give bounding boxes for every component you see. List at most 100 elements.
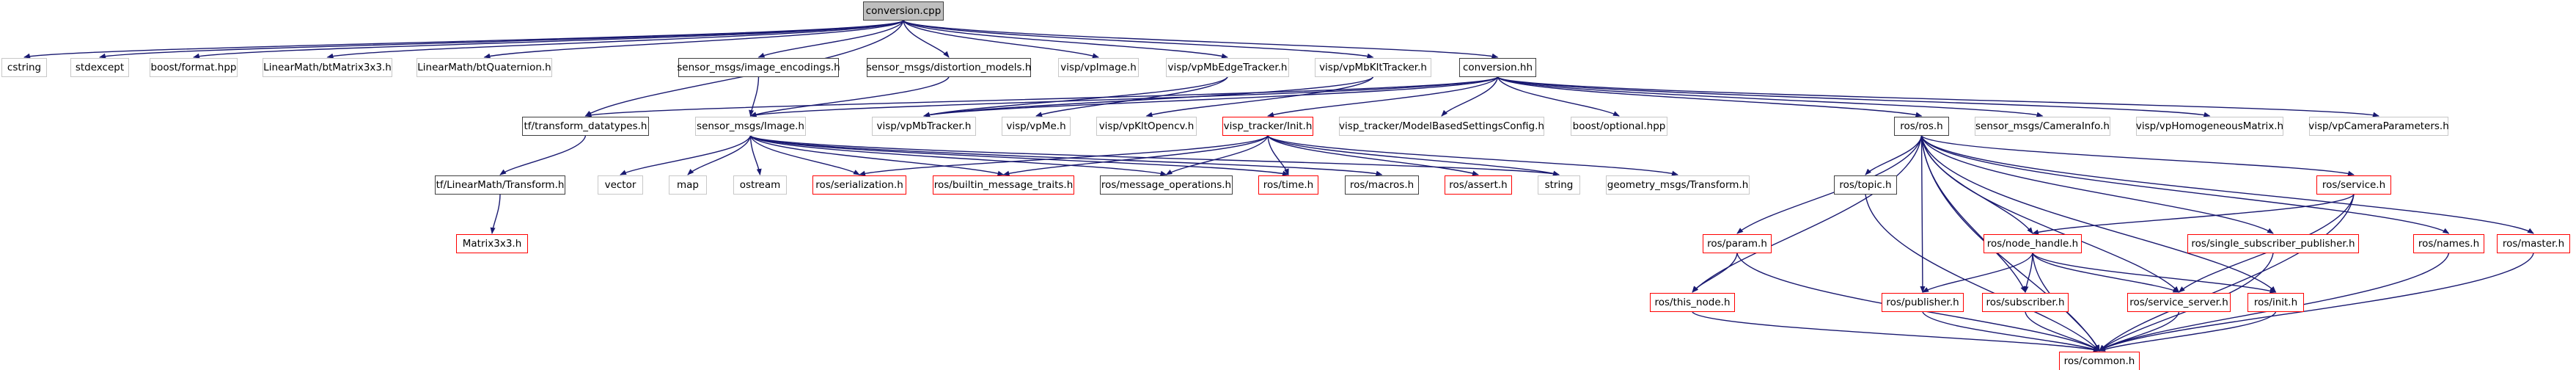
graph-node-geometry-msgs-transform-h[interactable]: geometry_msgs/Transform.h bbox=[1606, 175, 1750, 195]
graph-node-label: ros/service_server.h bbox=[2129, 297, 2228, 308]
graph-edge bbox=[1497, 76, 2044, 117]
graph-node-stdexcept[interactable]: stdexcept bbox=[70, 58, 129, 77]
graph-edge bbox=[2032, 194, 2355, 235]
graph-edge bbox=[1165, 135, 1269, 175]
graph-node-tf-transform-datatypes-h[interactable]: tf/transform_datatypes.h bbox=[522, 117, 649, 136]
graph-edge bbox=[1922, 311, 2100, 352]
graph-node-ostream[interactable]: ostream bbox=[733, 175, 787, 195]
graph-node-ros-this-node-h[interactable]: ros/this_node.h bbox=[1650, 293, 1735, 312]
graph-edge bbox=[1920, 135, 2450, 234]
graph-node-visp-tracker-modelbasedsettingsconfig-h[interactable]: visp_tracker/ModelBasedSettingsConfig.h bbox=[1339, 117, 1544, 136]
edge-group bbox=[23, 20, 2534, 352]
graph-node-label: ros/node_handle.h bbox=[1986, 238, 2079, 250]
graph-node-boost-optional-hpp[interactable]: boost/optional.hpp bbox=[1571, 117, 1667, 136]
graph-node-label: conversion.hh bbox=[1462, 62, 1533, 73]
graph-node-label: string bbox=[1544, 179, 1574, 191]
graph-edge bbox=[2023, 253, 2033, 293]
graph-edge bbox=[1865, 135, 1923, 175]
graph-edge bbox=[99, 20, 904, 59]
graph-node-ros-service-h[interactable]: ros/service.h bbox=[2316, 175, 2391, 195]
graph-node-map[interactable]: map bbox=[669, 175, 707, 195]
graph-node-sensor-msgs-camerainfo-h[interactable]: sensor_msgs/CameraInfo.h bbox=[1975, 117, 2110, 136]
graph-node-visp-vpkltopencv-h[interactable]: visp/vpKltOpencv.h bbox=[1096, 117, 1197, 136]
graph-edge bbox=[1920, 135, 2277, 293]
graph-node-label: ros/assert.h bbox=[1449, 179, 1508, 191]
graph-node-boost-format-hpp[interactable]: boost/format.hpp bbox=[150, 58, 238, 77]
graph-node-ros-subscriber-h[interactable]: ros/subscriber.h bbox=[1982, 293, 2069, 312]
graph-edge bbox=[1920, 135, 2274, 234]
graph-node-label: ros/this_node.h bbox=[1654, 297, 1731, 308]
graph-node-string[interactable]: string bbox=[1538, 175, 1580, 195]
graph-node-linearmath-btquaternion-h[interactable]: LinearMath/btQuaternion.h bbox=[417, 58, 552, 77]
graph-node-ros-serialization-h[interactable]: ros/serialization.h bbox=[812, 175, 906, 195]
graph-edge bbox=[490, 194, 501, 234]
graph-node-label: ros/param.h bbox=[1707, 238, 1767, 250]
graph-node-label: visp/vpHomogeneousMatrix.h bbox=[2135, 120, 2284, 132]
graph-node-sensor-msgs-image-h[interactable]: sensor_msgs/Image.h bbox=[695, 117, 806, 136]
graph-node-ros-single-subscriber-publisher-h[interactable]: ros/single_subscriber_publisher.h bbox=[2187, 234, 2359, 253]
graph-edge bbox=[749, 135, 1167, 176]
graph-node-ros-master-h[interactable]: ros/master.h bbox=[2497, 234, 2570, 253]
graph-edge bbox=[2099, 311, 2277, 352]
graph-node-label: tf/transform_datatypes.h bbox=[524, 120, 647, 132]
graph-node-ros-assert-h[interactable]: ros/assert.h bbox=[1445, 175, 1512, 195]
graph-node-label: ros/common.h bbox=[2063, 355, 2135, 367]
graph-node-label: ros/time.h bbox=[1263, 179, 1314, 191]
graph-node-label: ros/single_subscriber_publisher.h bbox=[2191, 238, 2355, 250]
graph-node-label: visp_tracker/Init.h bbox=[1223, 120, 1313, 132]
graph-node-label: visp/vpMbKltTracker.h bbox=[1319, 62, 1427, 73]
graph-node-sensor-msgs-distortion-models-h[interactable]: sensor_msgs/distortion_models.h bbox=[867, 58, 1031, 77]
graph-edge bbox=[1267, 135, 1289, 175]
graph-edge bbox=[1920, 135, 2180, 293]
graph-node-ros-service-server-h[interactable]: ros/service_server.h bbox=[2127, 293, 2231, 312]
graph-node-ros-ros-h[interactable]: ros/ros.h bbox=[1894, 117, 1949, 136]
graph-node-ros-time-h[interactable]: ros/time.h bbox=[1258, 175, 1318, 195]
graph-edge bbox=[1692, 135, 1923, 293]
graph-edge bbox=[749, 76, 760, 117]
graph-node-visp-vphomogeneousmatrix-h[interactable]: visp/vpHomogeneousMatrix.h bbox=[2136, 117, 2283, 136]
graph-node-label: boost/format.hpp bbox=[150, 62, 237, 73]
graph-node-vector[interactable]: vector bbox=[598, 175, 643, 195]
graph-node-label: LinearMath/btMatrix3x3.h bbox=[263, 62, 392, 73]
graph-node-sensor-msgs-image-encodings-h[interactable]: sensor_msgs/image_encodings.h bbox=[677, 58, 840, 77]
graph-node-ros-names-h[interactable]: ros/names.h bbox=[2413, 234, 2484, 253]
graph-node-ros-node-handle-h[interactable]: ros/node_handle.h bbox=[1984, 234, 2082, 253]
graph-node-visp-vpmbklttracker-h[interactable]: visp/vpMbKltTracker.h bbox=[1315, 58, 1431, 77]
graph-node-tf-linearmath-transform-h[interactable]: tf/LinearMath/Transform.h bbox=[435, 175, 565, 195]
graph-node-visp-tracker-init-h[interactable]: visp_tracker/Init.h bbox=[1222, 117, 1313, 136]
graph-node-visp-vpcameraparameters-h[interactable]: visp/vpCameraParameters.h bbox=[2308, 117, 2449, 136]
graph-node-visp-vpmbtracker-h[interactable]: visp/vpMbTracker.h bbox=[872, 117, 976, 136]
graph-node-ros-macros-h[interactable]: ros/macros.h bbox=[1345, 175, 1419, 195]
graph-edge bbox=[903, 20, 1099, 59]
graph-node-linearmath-btmatrix3x3-h[interactable]: LinearMath/btMatrix3x3.h bbox=[263, 58, 392, 77]
graph-node-ros-param-h[interactable]: ros/param.h bbox=[1703, 234, 1772, 253]
graph-node-visp-vpmbedgetracker-h[interactable]: visp/vpMbEdgeTracker.h bbox=[1166, 58, 1289, 77]
graph-node-ros-common-h[interactable]: ros/common.h bbox=[2059, 352, 2140, 370]
graph-node-conversion-cpp[interactable]: conversion.cpp bbox=[863, 1, 944, 21]
graph-edge bbox=[749, 135, 762, 175]
graph-edge bbox=[2099, 311, 2180, 352]
graph-node-label: stdexcept bbox=[75, 62, 125, 73]
graph-node-label: Matrix3x3.h bbox=[462, 238, 522, 250]
graph-node-ros-publisher-h[interactable]: ros/publisher.h bbox=[1882, 293, 1964, 312]
graph-node-label: ros/publisher.h bbox=[1886, 297, 1959, 308]
graph-edge bbox=[193, 20, 904, 59]
graph-edge bbox=[1267, 76, 1499, 117]
graph-node-ros-message-operations-h[interactable]: ros/message_operations.h bbox=[1100, 175, 1233, 195]
graph-edge bbox=[1692, 311, 2100, 352]
graph-node-visp-vpme-h[interactable]: visp/vpMe.h bbox=[1002, 117, 1071, 136]
graph-node-cstring[interactable]: cstring bbox=[1, 58, 47, 77]
graph-node-ros-init-h[interactable]: ros/init.h bbox=[2247, 293, 2304, 312]
graph-node-label: ros/serialization.h bbox=[815, 179, 903, 191]
graph-node-visp-vpimage-h[interactable]: visp/vpImage.h bbox=[1058, 58, 1139, 77]
graph-node-ros-builtin-message-traits-h[interactable]: ros/builtin_message_traits.h bbox=[933, 175, 1074, 195]
graph-edge bbox=[1497, 76, 2379, 117]
graph-edge bbox=[1920, 135, 1926, 293]
graph-edge bbox=[1267, 135, 1479, 176]
graph-edge bbox=[757, 20, 904, 58]
graph-node-conversion-hh[interactable]: conversion.hh bbox=[1459, 58, 1536, 77]
graph-node-matrix3x3-h[interactable]: Matrix3x3.h bbox=[456, 234, 528, 253]
graph-node-ros-topic-h[interactable]: ros/topic.h bbox=[1834, 175, 1897, 195]
graph-node-label: ros/init.h bbox=[2253, 297, 2298, 308]
